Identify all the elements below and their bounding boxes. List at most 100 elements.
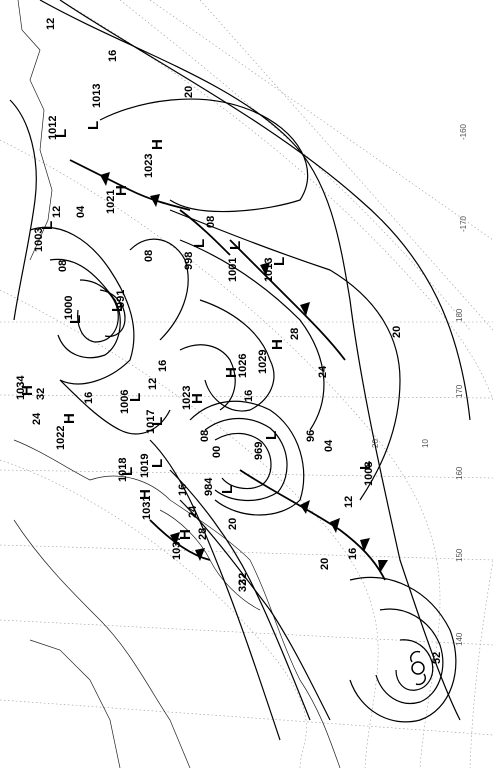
cold-front-barb bbox=[330, 518, 340, 533]
isobar-label: 24 bbox=[317, 365, 329, 378]
isobar-label: 12 bbox=[147, 378, 159, 390]
graticule-arc bbox=[119, 0, 471, 331]
isobar-label: 04 bbox=[75, 205, 87, 218]
coastline bbox=[13, 519, 191, 768]
low-pressure-center: L 1006 bbox=[119, 390, 144, 414]
low-pressure-center: L 1008 bbox=[357, 461, 375, 486]
low-pressure-center: L 1012 bbox=[47, 116, 70, 140]
central-pressure: 984 bbox=[203, 477, 215, 496]
high-pressure-center: H 1031 bbox=[137, 489, 154, 520]
low-pressure-center: L 1000 bbox=[63, 296, 84, 324]
low-pressure-center: L 1001 bbox=[227, 241, 244, 282]
high-pressure-center: H 1034 bbox=[15, 375, 36, 400]
central-pressure: 1021 bbox=[105, 190, 117, 214]
coastline bbox=[13, 439, 341, 768]
graticule-arc bbox=[59, 0, 493, 768]
high-pressure-symbol: H bbox=[137, 489, 154, 500]
isobar-label: 32 bbox=[237, 573, 249, 585]
coastline bbox=[29, 639, 121, 768]
graticule-meridian bbox=[0, 544, 493, 561]
occluded-front bbox=[229, 239, 346, 361]
low-pressure-symbol: L bbox=[53, 129, 70, 138]
front-barb bbox=[100, 172, 110, 186]
low-pressure-symbol: L bbox=[357, 461, 374, 470]
isobar bbox=[99, 98, 309, 213]
high-pressure-symbol: H bbox=[149, 139, 166, 150]
central-pressure: 1018 bbox=[117, 458, 129, 482]
isobar bbox=[169, 469, 311, 721]
cyclone-label: 52 bbox=[431, 652, 443, 664]
isobar-label: 00 bbox=[211, 446, 223, 458]
cyclone-icon bbox=[409, 650, 427, 686]
central-pressure: 1031 bbox=[141, 496, 153, 520]
high-pressure-symbol: H bbox=[19, 385, 36, 396]
isobar-label: 16 bbox=[83, 392, 95, 404]
central-pressure: 991 bbox=[115, 290, 127, 308]
coastline bbox=[17, 0, 53, 261]
isobar bbox=[149, 439, 281, 741]
central-pressure: 1013 bbox=[91, 84, 103, 108]
cold-front-barb bbox=[360, 538, 370, 552]
high-pressure-center: H 1029 bbox=[257, 339, 286, 374]
low-pressure-symbol: L bbox=[109, 303, 126, 312]
isobar-label: 16 bbox=[243, 390, 255, 402]
isobar bbox=[214, 432, 272, 490]
isobars bbox=[9, 0, 471, 741]
isobar-label: 32 bbox=[237, 580, 249, 592]
isobar-label: 24 bbox=[31, 412, 43, 425]
isobar bbox=[49, 258, 121, 359]
low-pressure-center: L 998 bbox=[183, 239, 208, 270]
grid-label: -160 bbox=[459, 123, 468, 140]
coastlines bbox=[13, 0, 341, 768]
isobar-label: 04 bbox=[323, 439, 335, 452]
isobar bbox=[9, 99, 37, 321]
low-pressure-symbol: L bbox=[119, 467, 136, 476]
central-pressure: 1026 bbox=[237, 354, 249, 378]
grid-label: -170 bbox=[459, 215, 468, 232]
isobar-label: 20 bbox=[227, 518, 239, 530]
grid-label: 170 bbox=[455, 384, 464, 398]
graticule-arc bbox=[0, 139, 441, 768]
high-pressure-symbol: H bbox=[61, 413, 78, 424]
central-pressure: 1037 bbox=[171, 536, 183, 560]
central-pressure: 1023 bbox=[143, 154, 155, 178]
isobar-label: 24 bbox=[187, 505, 199, 518]
fronts bbox=[69, 159, 388, 581]
low-pressure-center: L 1018 bbox=[117, 458, 136, 482]
front-barb bbox=[150, 194, 160, 207]
high-pressure-symbol: H bbox=[189, 393, 206, 404]
central-pressure: 1012 bbox=[47, 116, 59, 140]
central-pressure: 1022 bbox=[55, 426, 67, 450]
central-pressure: 1001 bbox=[227, 258, 239, 282]
isobar-label: 28 bbox=[289, 328, 301, 340]
isobar-label: 32 bbox=[35, 388, 47, 400]
isobar-label: 20 bbox=[183, 86, 195, 98]
central-pressure: 1006 bbox=[119, 390, 131, 414]
central-pressure: 1017 bbox=[145, 410, 157, 434]
isobar-label: 28 bbox=[197, 528, 209, 540]
low-pressure-symbol: L bbox=[149, 459, 166, 468]
isobar-label: 16 bbox=[177, 484, 189, 496]
isobar-label: 96 bbox=[305, 430, 317, 442]
low-pressure-symbol: L bbox=[263, 431, 280, 440]
front-barb bbox=[170, 532, 180, 546]
isobar bbox=[169, 209, 401, 501]
isobar-label: 08 bbox=[199, 430, 211, 442]
central-pressure: 1029 bbox=[257, 350, 269, 374]
low-pressure-symbol: L bbox=[127, 393, 144, 402]
isobar-label: 08 bbox=[205, 216, 217, 228]
isobar bbox=[99, 289, 126, 337]
central-pressure: 1003 bbox=[33, 228, 45, 252]
graticule-meridian bbox=[149, 0, 493, 241]
isobar bbox=[129, 238, 189, 341]
front-barb bbox=[300, 302, 310, 316]
isobar bbox=[179, 239, 325, 431]
isobar-label: 08 bbox=[57, 260, 69, 272]
high-pressure-center: H 1022 bbox=[55, 413, 78, 450]
central-pressure: 1023 bbox=[181, 386, 193, 410]
cyclone-eye bbox=[411, 661, 425, 675]
high-pressure-symbol: H bbox=[113, 185, 130, 196]
isobar bbox=[395, 639, 434, 691]
